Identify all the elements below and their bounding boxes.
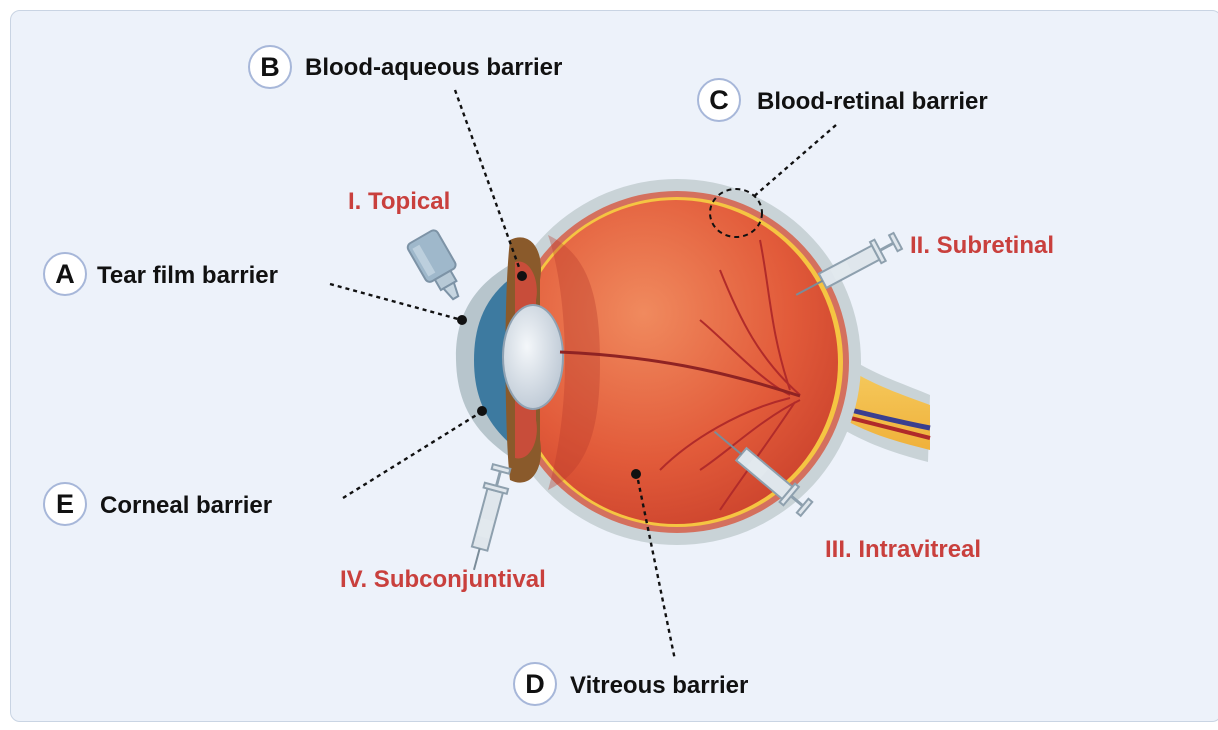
- eye-drop-bottle-icon: [406, 229, 470, 307]
- tear-film-marker: [457, 315, 467, 325]
- vitreous-marker: [631, 469, 641, 479]
- blood-retinal-barrier-label: Blood-retinal barrier: [757, 88, 988, 116]
- vitreous-barrier-label: Vitreous barrier: [570, 672, 748, 700]
- route-intravitreal-label: III. Intravitreal: [825, 536, 981, 564]
- corneal-marker: [477, 406, 487, 416]
- badge-e: E: [43, 482, 87, 526]
- badge-a: A: [43, 252, 87, 296]
- badge-b: B: [248, 45, 292, 89]
- badge-c: C: [697, 78, 741, 122]
- lens: [503, 305, 563, 409]
- badge-d: D: [513, 662, 557, 706]
- route-subconjunctival-label: IV. Subconjuntival: [340, 566, 546, 594]
- blood-aqueous-barrier-label: Blood-aqueous barrier: [305, 54, 562, 82]
- syringe-icon: [462, 463, 513, 573]
- corneal-barrier-label: Corneal barrier: [100, 492, 272, 520]
- route-subretinal-label: II. Subretinal: [910, 232, 1054, 260]
- blood-aqueous-marker: [517, 271, 527, 281]
- route-topical-label: I. Topical: [348, 188, 450, 216]
- tear-film-barrier-label: Tear film barrier: [97, 262, 278, 290]
